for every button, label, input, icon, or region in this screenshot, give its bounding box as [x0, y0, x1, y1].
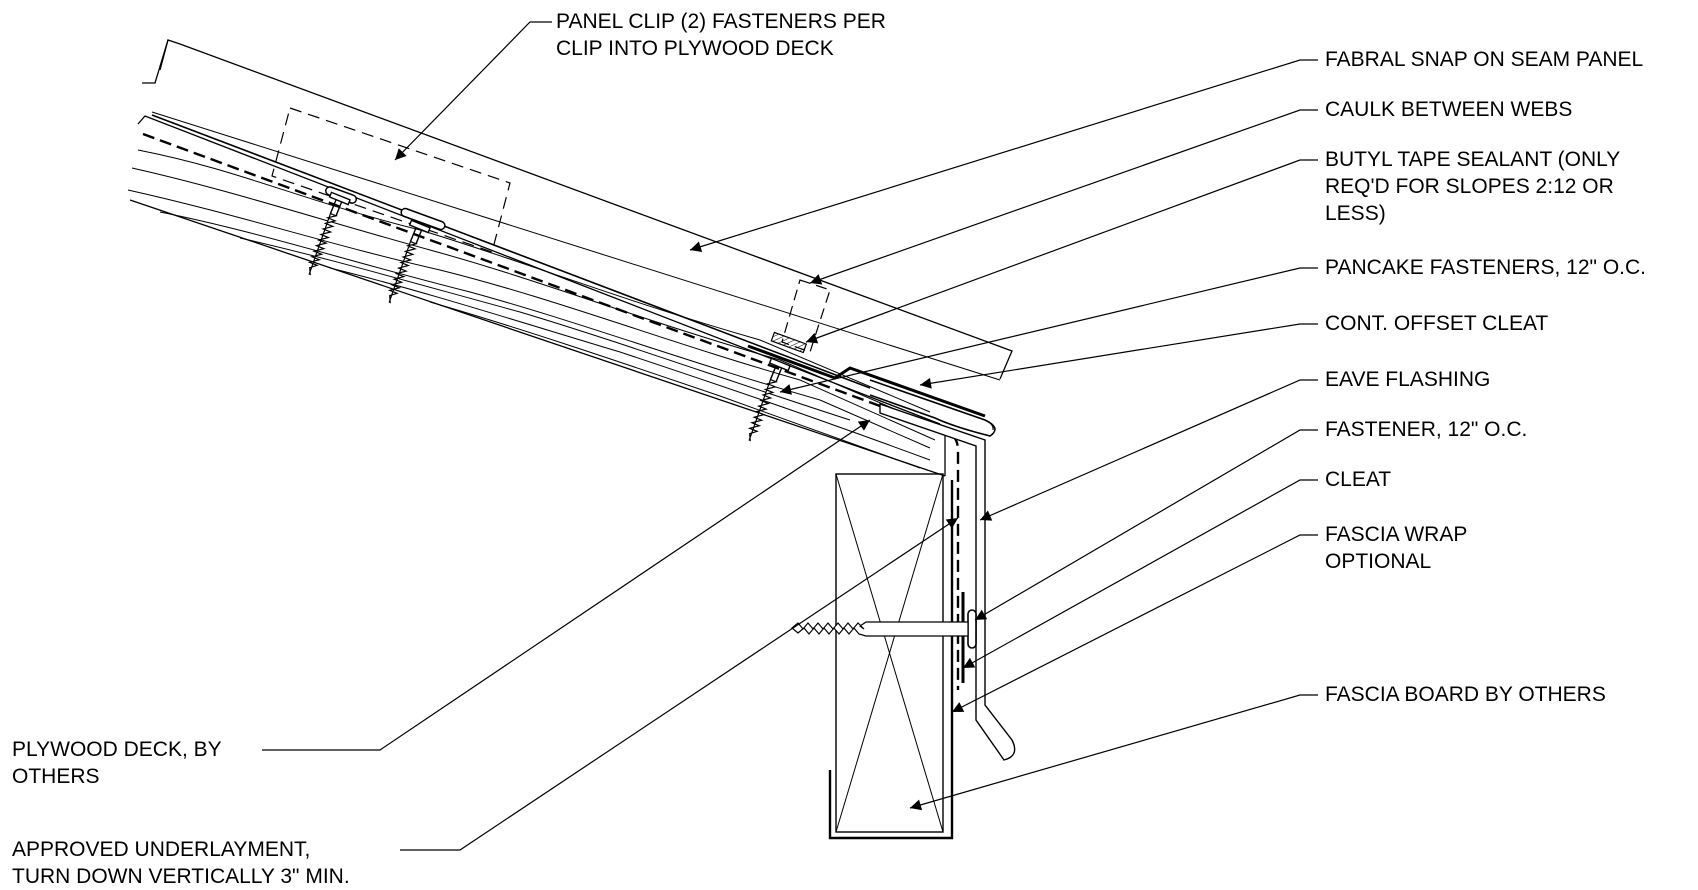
deck-screws	[299, 191, 791, 445]
leader-butyl	[805, 159, 1318, 344]
leader-fastener	[974, 429, 1318, 621]
leader-underlayment	[400, 517, 959, 851]
leader-lines	[262, 21, 1318, 851]
fascia-screw	[791, 609, 977, 649]
callout-butyl: BUTYL TAPE SEALANT (ONLY REQ'D FOR SLOPE…	[1325, 148, 1621, 225]
callout-eave-flashing: EAVE FLASHING	[1325, 368, 1491, 391]
butyl-tape	[770, 331, 808, 354]
plywood-top-edge	[137, 115, 941, 425]
callout-panel-clip: PANEL CLIP (2) FASTENERS PER CLIP INTO P…	[556, 10, 886, 60]
leader-fascia-wrap	[951, 534, 1318, 713]
panel-bottom-line	[151, 114, 871, 389]
callout-cleat: CLEAT	[1325, 468, 1392, 491]
plywood-grain	[127, 149, 936, 469]
callout-fascia-wrap: FASCIA WRAP OPTIONAL	[1325, 523, 1468, 573]
leader-panel	[689, 59, 1318, 252]
eave-flashing	[879, 403, 1016, 761]
panel-top-line	[142, 39, 1013, 380]
callout-fastener: FASTENER, 12" O.C.	[1325, 418, 1528, 441]
leader-offset-cleat	[919, 323, 1318, 389]
leader-cleat	[962, 479, 1318, 669]
callout-offset-cleat: CONT. OFFSET CLEAT	[1325, 312, 1549, 335]
panel-clip-dashed-outline	[271, 107, 511, 253]
callout-pancake: PANCAKE FASTENERS, 12" O.C.	[1325, 256, 1646, 279]
leader-fascia-board	[909, 694, 1318, 811]
leader-panel-clip	[394, 21, 552, 161]
callout-panel: FABRAL SNAP ON SEAM PANEL	[1325, 48, 1644, 71]
caulk-dashed-outline	[781, 279, 831, 353]
leader-caulk	[809, 109, 1318, 285]
plywood-bottom-edge	[129, 199, 946, 477]
leader-plywood	[262, 419, 871, 751]
callout-underlayment: APPROVED UNDERLAYMENT, TURN DOWN VERTICA…	[12, 838, 350, 888]
roof-panel-assembly	[127, 39, 1016, 761]
callout-caulk: CAULK BETWEEN WEBS	[1325, 98, 1573, 121]
leader-eave-flashing	[979, 379, 1318, 521]
callout-plywood: PLYWOOD DECK, BY OTHERS	[12, 738, 222, 788]
offset-cleat	[747, 344, 986, 418]
leader-pancake	[779, 267, 1318, 395]
callout-fascia-board: FASCIA BOARD BY OTHERS	[1325, 683, 1606, 706]
fascia-wrap	[828, 480, 954, 840]
